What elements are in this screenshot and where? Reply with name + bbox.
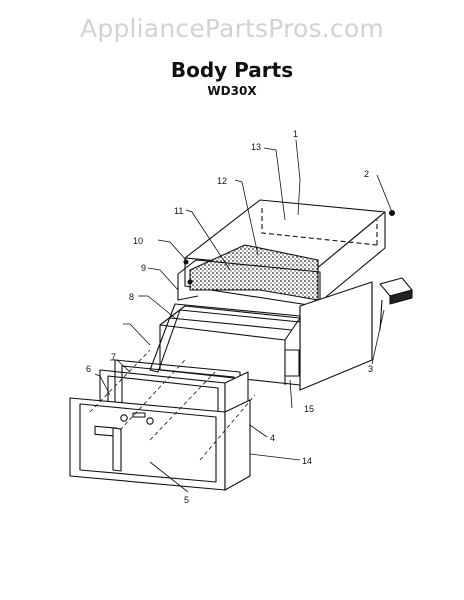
drawer-handle-part (112, 427, 122, 472)
callout-13: 13 (251, 142, 261, 152)
drawer-frame-part (149, 303, 301, 373)
diagram-title: Body Parts (170, 58, 294, 82)
watermark-text: AppliancePartsPros.com (80, 14, 384, 43)
callout-12: 12 (217, 176, 227, 186)
terminal-block-part (379, 277, 413, 331)
callout-2: 2 (364, 169, 369, 179)
callout-6: 6 (86, 364, 91, 374)
callout-4: 4 (270, 433, 275, 443)
front-panel-part (69, 397, 251, 491)
callout-14: 14 (302, 456, 312, 466)
screw-part (388, 209, 396, 217)
drawer-pan-part (159, 305, 301, 386)
callout-11: 11 (174, 206, 183, 216)
model-number: WD30X (207, 84, 257, 98)
callout-10: 10 (133, 236, 143, 246)
callout-8: 8 (129, 292, 134, 302)
callout-7: 7 (111, 352, 116, 362)
callout-1: 1 (293, 129, 298, 139)
callout-3: 3 (368, 364, 373, 374)
callout-15: 15 (304, 404, 314, 414)
callout-9: 9 (141, 263, 146, 273)
callout-5: 5 (184, 495, 189, 505)
